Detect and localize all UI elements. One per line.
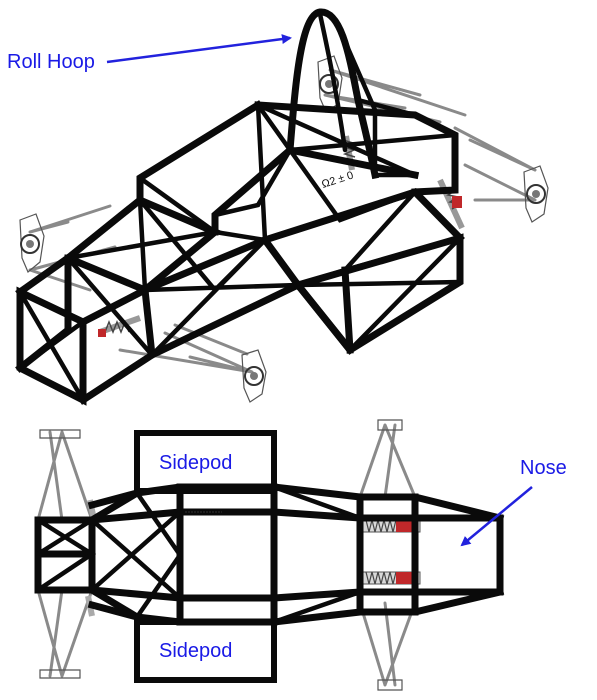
roll-hoop-callout: Roll Hoop [7, 34, 292, 73]
front-suspension-right [118, 323, 267, 403]
nose-callout: Nose [460, 457, 567, 547]
top-view: Sidepod Sidepod [34, 419, 505, 691]
chassis-frame-iso [15, 8, 465, 406]
chassis-frame-top [34, 483, 505, 626]
isometric-view: Ω2 ± 0 [15, 8, 549, 406]
nose-label: Nose [520, 457, 567, 479]
dimension-text: Ω2 ± 0 [320, 169, 355, 190]
sidepod-top-box [134, 430, 277, 494]
sidepod-bottom-label: Sidepod [159, 640, 232, 662]
rear-suspension-right [453, 126, 549, 223]
roll-hoop-label: Roll Hoop [7, 51, 95, 73]
front-suspension-top [358, 419, 421, 691]
nose-arrow [460, 486, 533, 547]
sidepod-top-label: Sidepod [159, 452, 232, 474]
roll-hoop-arrow [106, 34, 292, 64]
